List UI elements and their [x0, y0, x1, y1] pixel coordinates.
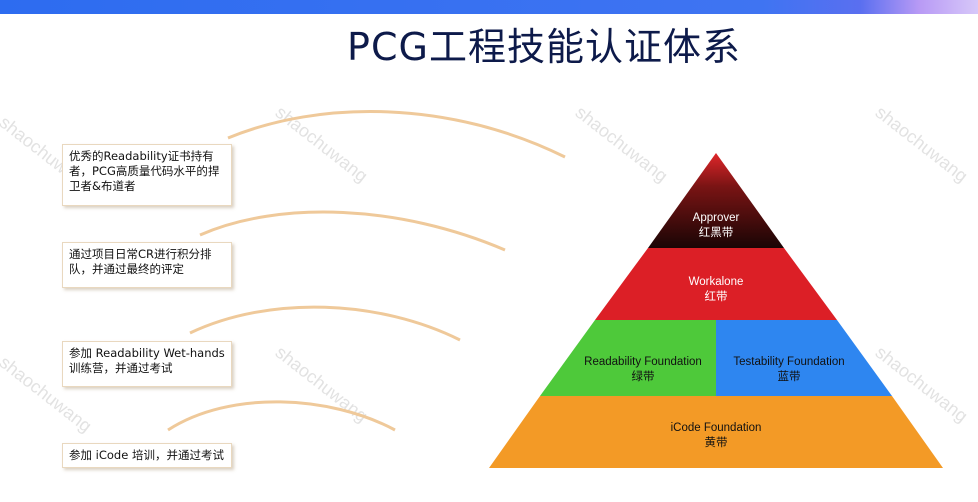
- workalone-level: [595, 248, 837, 320]
- approver-level: [648, 153, 784, 248]
- icode-belt: 黄带: [705, 435, 728, 449]
- icode-level: [489, 396, 943, 468]
- workalone-belt: 红带: [705, 290, 728, 303]
- top-gradient-bar: [0, 0, 978, 14]
- testability-belt: 蓝带: [778, 370, 801, 383]
- connector-curve: [199, 210, 506, 252]
- readability-belt: 绿带: [632, 369, 655, 383]
- connector-curve: [189, 305, 461, 342]
- connector-curve: [167, 400, 396, 432]
- approver-name: Approver: [693, 212, 740, 224]
- description-box-approver: 优秀的Readability证书持有者，PCG高质量代码水平的捍卫者&布道者: [62, 144, 232, 206]
- testability-level: [716, 320, 892, 396]
- page-title: PCG工程技能认证体系: [347, 25, 741, 69]
- approver-belt: 红黑带: [699, 226, 734, 239]
- workalone-name: Workalone: [689, 276, 744, 288]
- icode-name: iCode Foundation: [671, 422, 762, 434]
- readability-name: Readability Foundation: [584, 356, 702, 368]
- connector-curve: [227, 110, 566, 159]
- description-box-workalone: 通过项目日常CR进行积分排队，并通过最终的评定: [62, 242, 232, 288]
- readability-level: [540, 320, 716, 396]
- description-box-wethands: 参加 Readability Wet-hands 训练营，并通过考试: [62, 341, 232, 387]
- testability-name: Testability Foundation: [733, 356, 844, 368]
- description-box-icode: 参加 iCode 培训，并通过考试: [62, 443, 232, 468]
